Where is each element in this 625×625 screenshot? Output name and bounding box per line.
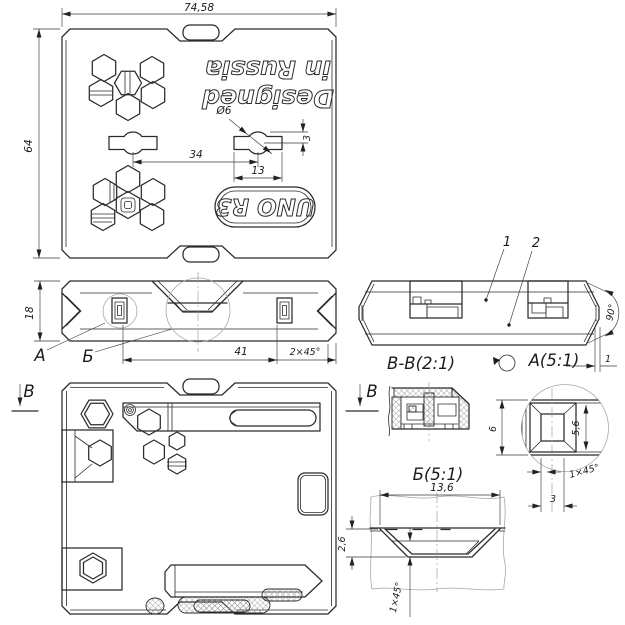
detail-a-title: А(5:1) [528, 351, 580, 370]
detail-a-dim-inner: 5,6 [571, 420, 582, 435]
hexagon-vent [115, 92, 141, 122]
section-bb-title: В-В(2:1) [387, 354, 455, 373]
dim-case-height: 18 [24, 306, 36, 320]
hexagon-vent [92, 177, 118, 207]
detail-a-circle [102, 293, 138, 329]
bottom-notch-tab [182, 246, 220, 263]
mount-slot-left [108, 131, 158, 155]
brand-text-line1: Designed [201, 84, 334, 113]
detail-a-dim-width: 3 [550, 494, 556, 505]
hexagon-vent [113, 70, 143, 96]
hexagon-vent [142, 439, 166, 465]
hexagon-vent [83, 402, 111, 426]
dim-tip-width: 1 [605, 354, 611, 365]
section-arrow-label-left: В [23, 382, 34, 401]
view-label-a: А [33, 346, 45, 365]
section-view-bb: В-В(2:1) [387, 354, 516, 441]
dim-end-angle: 90° [604, 303, 618, 322]
mount-slot-right [233, 131, 283, 155]
detail-b-title: Б(5:1) [413, 465, 464, 484]
brand-text-line2: in Russia [205, 55, 331, 84]
detail-a-dim-height: 6 [488, 426, 499, 432]
detail-view-a: А(5:1) 6 5,6 1×45° 3 [488, 351, 609, 512]
hexagon-vents [79, 53, 187, 584]
view-label-b: Б [82, 347, 93, 366]
hexagon-vent [140, 177, 166, 207]
hole-diameter-label: Ø6 [216, 105, 232, 117]
rotated-view-icon [498, 354, 516, 372]
dim-slot-length: 13 [251, 165, 264, 177]
hexagon-vent [139, 55, 165, 85]
logo-badge [214, 186, 316, 228]
detail-a-boundary [521, 384, 609, 472]
detail-b-dim-depth: 2,6 [337, 536, 348, 551]
hexagon-vent [88, 78, 114, 108]
detail-b-chamfer: 1×45° [388, 581, 405, 613]
hexagon-vent [115, 190, 141, 220]
hexagon-vent [82, 556, 104, 580]
dim-slot-spacing: 34 [189, 149, 202, 161]
callout-2: 2 [532, 236, 540, 251]
dim-top-height: 64 [23, 139, 35, 152]
hexagon-vent [140, 80, 166, 110]
bottom-view-outline [61, 382, 337, 615]
detail-b-dim-width: 13,6 [430, 482, 454, 494]
hexagon-vent [139, 202, 165, 232]
top-view-outline [61, 28, 337, 259]
hexagon-vent [167, 453, 187, 475]
side-view-outline [358, 280, 600, 346]
logo-text: UNO R3 [215, 193, 314, 219]
dim-slot-offset: 3 [302, 135, 313, 141]
top-notch-tab [182, 24, 220, 41]
dim-end-chamfer: 2×45° [290, 347, 321, 358]
hexagon-vent [168, 431, 186, 451]
bottom-view: В В [11, 378, 379, 615]
hexagon-vent [91, 53, 117, 83]
detail-view-b: Б(5:1) 13,6 2,6 1×45° [337, 465, 506, 617]
dim-latch-spacing: 41 [234, 346, 247, 358]
dim-top-width: 74,58 [184, 2, 214, 14]
hexagon-vent [80, 399, 114, 429]
side-view: 1 2 90° 1 [358, 235, 620, 372]
front-view-outline [61, 280, 337, 342]
hexagon-vent [88, 439, 112, 467]
section-arrow-label-right: В [366, 382, 377, 401]
hexagon-vent [90, 202, 116, 232]
detail-a-chamfer: 1×45° [568, 462, 601, 481]
hexagon-vent [79, 552, 107, 584]
front-view: 18 А Б 41 2×45° [24, 272, 337, 366]
top-view: Designed in Russia UNO R3 74,58 64 Ø6 34… [23, 2, 337, 263]
detail-b-boundary [369, 495, 506, 591]
callout-1: 1 [503, 235, 511, 250]
hexagon-vent [137, 408, 161, 436]
hexagon-vent [115, 164, 141, 194]
